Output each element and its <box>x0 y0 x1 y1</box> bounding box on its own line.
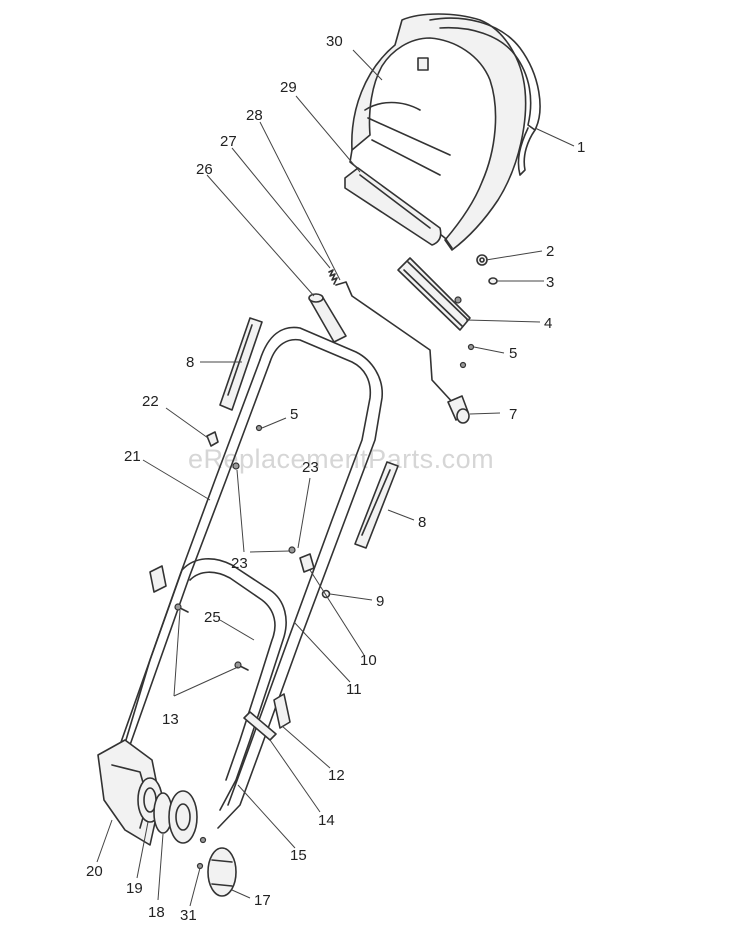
callout-8-left: 8 <box>186 354 194 371</box>
control-bracket-part <box>397 257 471 331</box>
screw-part <box>255 343 475 432</box>
callout-25: 25 <box>204 609 221 626</box>
callout-26: 26 <box>196 161 213 178</box>
pivot-part <box>299 553 331 599</box>
callout-29: 29 <box>280 79 297 96</box>
callout-5-lower: 5 <box>290 406 298 423</box>
lower-bolt-part <box>174 603 249 671</box>
callout-31: 31 <box>180 907 197 924</box>
cable-end-part <box>447 395 470 424</box>
clip-part <box>206 431 219 447</box>
callout-4: 4 <box>544 315 552 332</box>
callout-2: 2 <box>546 243 554 260</box>
spring-part <box>328 269 338 285</box>
callout-8-right: 8 <box>418 514 426 531</box>
callout-10: 10 <box>360 652 377 669</box>
callout-5-upper: 5 <box>509 345 517 362</box>
callout-12: 12 <box>328 767 345 784</box>
callout-24: 23 <box>302 459 319 476</box>
handle-grip-left-part <box>219 317 263 411</box>
callout-1: 1 <box>577 139 585 156</box>
leader-lines <box>96 49 575 907</box>
knob-part <box>476 254 488 266</box>
callout-7: 7 <box>509 406 517 423</box>
foam-grip-part <box>344 167 442 246</box>
callout-21: 21 <box>124 448 141 465</box>
pin-part <box>243 711 277 741</box>
watermark: eReplacementParts.com <box>188 444 494 474</box>
upper-handle-part <box>349 13 541 251</box>
callout-9: 9 <box>376 593 384 610</box>
callout-18: 18 <box>148 904 165 921</box>
callout-19: 19 <box>126 880 143 897</box>
callout-13: 13 <box>162 711 179 728</box>
wheel-cap-part <box>207 847 237 897</box>
handle-grip-right-part <box>354 461 399 549</box>
lower-frame-part <box>125 558 287 811</box>
bolt-part <box>232 462 296 554</box>
callout-14: 14 <box>318 812 335 829</box>
callout-22: 22 <box>142 393 159 410</box>
callout-15: 15 <box>290 847 307 864</box>
cable-rod-part <box>335 281 456 406</box>
callout-27: 27 <box>220 133 237 150</box>
callout-20: 20 <box>86 863 103 880</box>
side-knob-part <box>149 565 167 593</box>
latch-part <box>273 693 291 729</box>
washer-part <box>488 277 498 285</box>
callout-23: 23 <box>231 555 248 572</box>
callout-28: 28 <box>246 107 263 124</box>
gear-plate-part <box>168 790 207 870</box>
callout-11: 11 <box>346 681 362 698</box>
callout-3: 3 <box>546 274 554 291</box>
callout-17: 17 <box>254 892 271 909</box>
cable-tube-part <box>308 293 347 343</box>
callout-30: 30 <box>326 33 343 50</box>
callout-labels: 30 29 28 27 26 1 2 3 4 5 7 8 5 22 21 8 2… <box>86 33 585 924</box>
